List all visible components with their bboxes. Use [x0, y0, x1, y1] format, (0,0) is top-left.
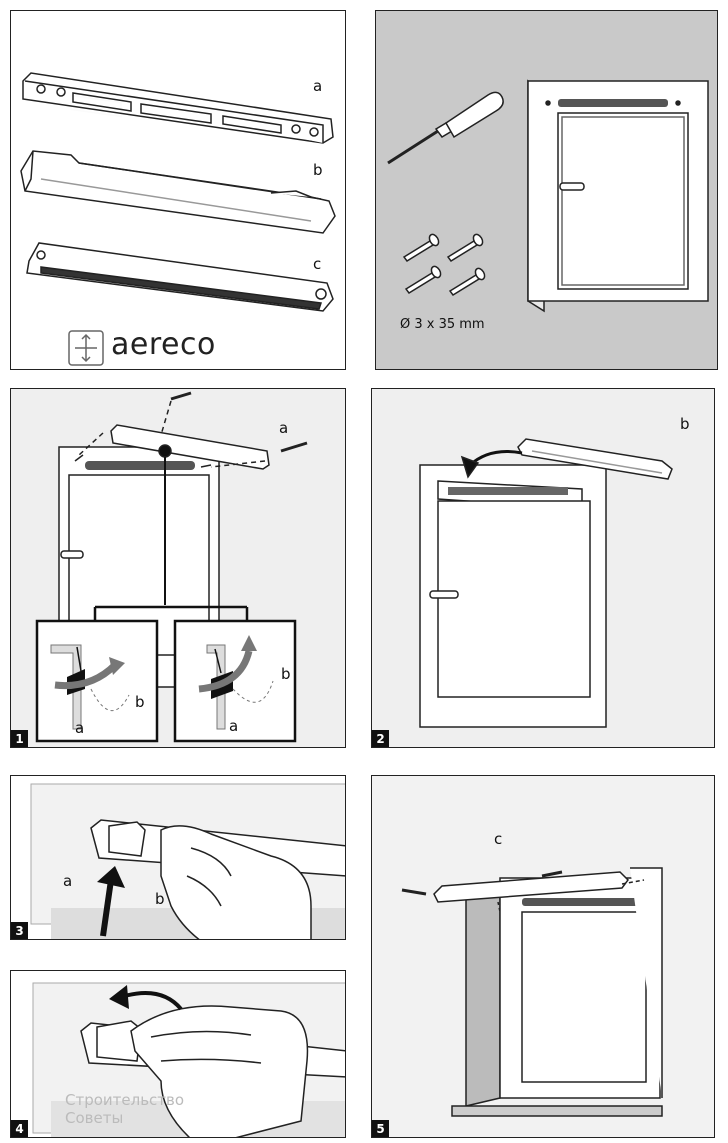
- step-1-frame-part: [74, 391, 308, 621]
- step-2-number: 2: [372, 730, 389, 747]
- screw-icons: [402, 233, 486, 296]
- screw-spec: Ø 3 x 35 mm: [400, 317, 485, 332]
- watermark-line-1: Строительство: [65, 1091, 185, 1109]
- step-3-illustration: [11, 776, 345, 939]
- up-arrow-icon: [97, 866, 125, 937]
- curved-arrow-icon: [109, 985, 183, 1011]
- part-a-frame: [22, 72, 334, 144]
- parts-illustration: [20, 72, 336, 312]
- step-1-inset-left: [35, 619, 159, 743]
- step-5-number: 5: [372, 1120, 389, 1137]
- step-4-number: 4: [11, 1120, 28, 1137]
- step-2-label-b: b: [680, 415, 690, 433]
- watermark-line-2: Советы: [65, 1109, 124, 1127]
- step-4-illustration: [11, 971, 345, 1137]
- step-2-panel: b 2: [371, 388, 715, 748]
- step-5-hood-part: [401, 870, 645, 913]
- screwdriver-icon: [387, 91, 504, 165]
- step-5-window: [451, 867, 663, 1117]
- tools-panel: Ø 3 x 35 mm: [375, 10, 718, 370]
- step-3-label-a: a: [63, 872, 73, 890]
- parts-panel: a b c aereco: [10, 10, 346, 370]
- step-1-number: 1: [11, 730, 28, 747]
- step-1-inset-left-b: b: [135, 693, 145, 711]
- step-3-panel: a b 3: [10, 775, 346, 940]
- step-3-number: 3: [11, 922, 28, 939]
- step-1-label-a: a: [279, 419, 289, 437]
- step-4-panel: Строительство Советы 4: [10, 970, 346, 1138]
- step-5-label-c: c: [494, 830, 503, 848]
- window-frame: [527, 79, 709, 313]
- tools-illustration: [387, 79, 709, 313]
- step-1-inset-right: [173, 619, 297, 743]
- step-3-label-b: b: [155, 890, 165, 908]
- step-1-illustration: [11, 389, 345, 747]
- part-c-label: c: [313, 255, 322, 273]
- part-c-hood: [26, 242, 334, 312]
- brand-name: aereco: [111, 327, 216, 362]
- step-2-illustration: [372, 389, 714, 747]
- part-b-label: b: [313, 161, 323, 179]
- step-1-panel: a b a b a 1: [10, 388, 346, 748]
- step-2-cover-part: [460, 438, 673, 480]
- step-2-window: [419, 464, 607, 728]
- watermark: Строительство Советы: [65, 1091, 184, 1127]
- hand-icon: [160, 825, 312, 939]
- step-5-illustration: [372, 776, 714, 1137]
- step-1-inset-right-a: a: [229, 717, 239, 735]
- part-b-cover: [20, 150, 336, 234]
- part-a-label: a: [313, 77, 323, 95]
- step-1-inset-left-a: a: [75, 719, 85, 737]
- aereco-logo-icon: [68, 330, 104, 366]
- step-1-inset-right-b: b: [281, 665, 291, 683]
- step-5-panel: c 5: [371, 775, 715, 1138]
